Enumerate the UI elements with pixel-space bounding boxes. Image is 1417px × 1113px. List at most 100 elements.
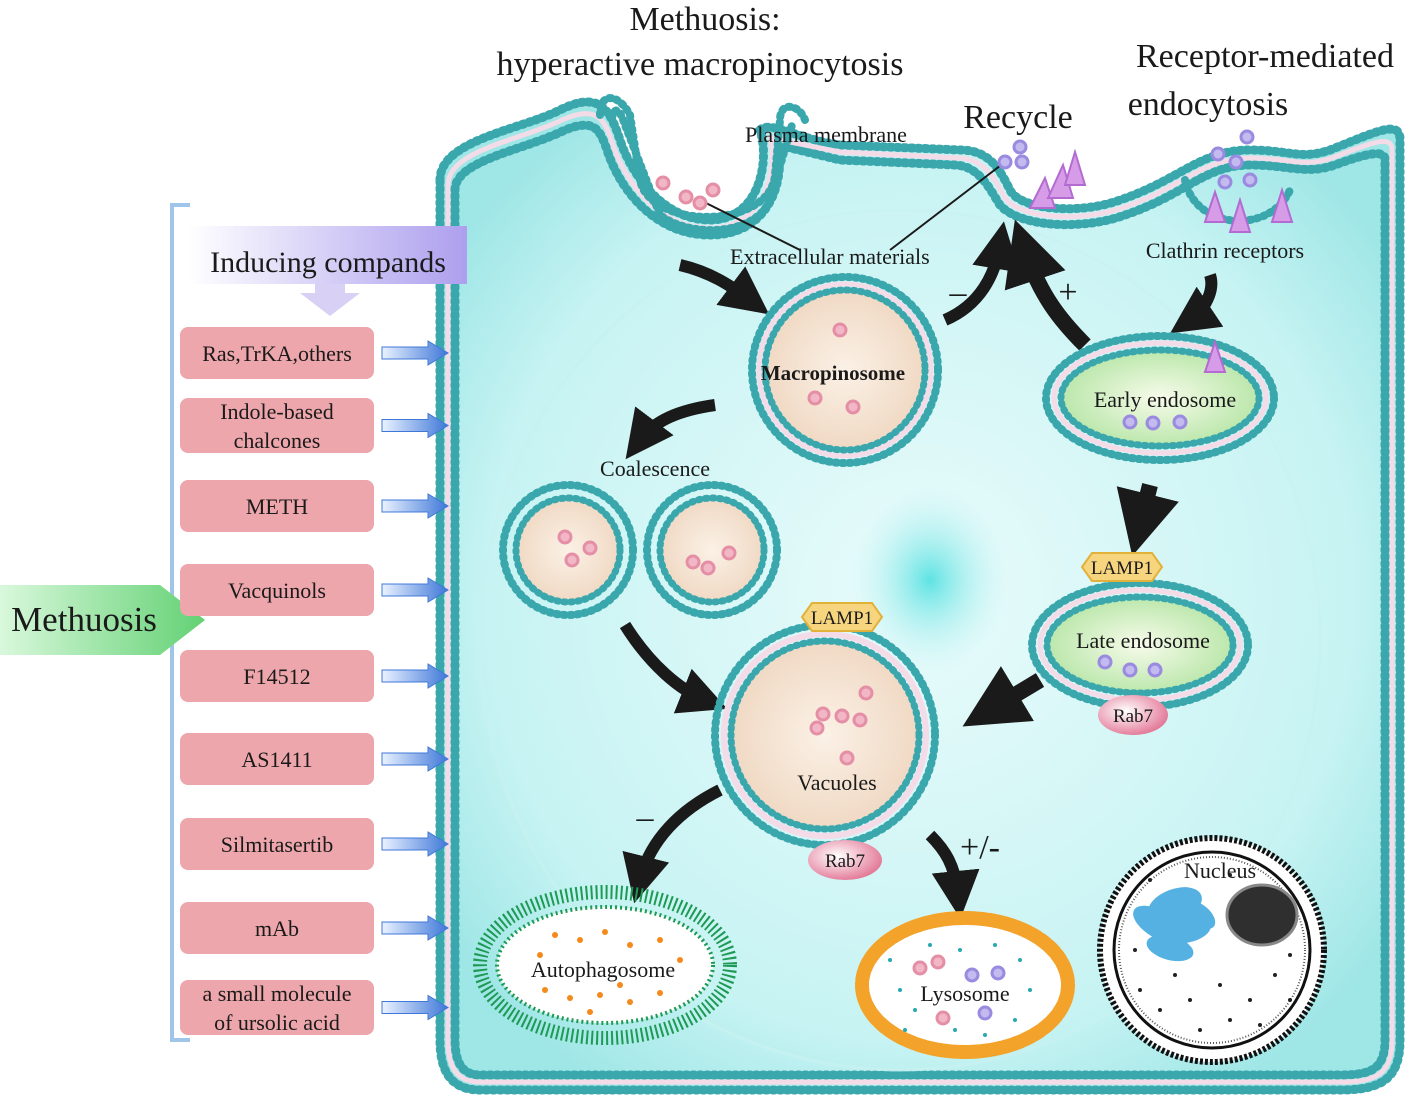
sign-early-recycle: +	[1058, 274, 1077, 311]
compound-arrow	[381, 493, 449, 519]
autophagosome-contents	[537, 929, 683, 1015]
compound-box	[180, 650, 374, 702]
compound-box	[180, 480, 374, 532]
inner-cytoplasm-boundary	[478, 208, 1322, 1072]
arrow-macro-to-coalescence	[625, 399, 716, 460]
compound-box	[180, 398, 374, 453]
chromatin-dots	[1133, 873, 1292, 1032]
label-macropinosome: Macropinosome	[761, 361, 905, 385]
methuosis-tag	[0, 585, 205, 655]
compound-item: mAb	[180, 902, 449, 954]
label-lamp1-vacuole: LAMP1	[811, 608, 873, 629]
inducing-header-arrow	[300, 284, 360, 316]
compound-arrow	[381, 340, 449, 366]
compound-label: F14512	[243, 664, 310, 689]
compound-label: Indole-based	[220, 399, 334, 424]
compound-label: AS1411	[241, 747, 312, 772]
clathrin-receptor-triangles	[1028, 148, 1294, 373]
compound-label: METH	[246, 494, 308, 519]
compound-box	[180, 564, 374, 616]
macropinocytic-cup	[596, 94, 809, 235]
inducing-header-label: Inducing compands	[210, 246, 446, 279]
compound-item: METH	[180, 480, 449, 532]
plasma-membrane-outer	[435, 97, 1405, 1095]
rab7-vacuole	[808, 840, 882, 880]
compound-box	[180, 733, 374, 785]
membrane-lipid-band	[445, 111, 1395, 1085]
label-clathrin-receptors: Clathrin receptors	[1146, 238, 1304, 263]
label-late-endosome: Late endosome	[1076, 628, 1210, 653]
compound-box	[180, 327, 374, 379]
arrow-late-to-vacuoles	[962, 666, 1045, 727]
label-lysosome: Lysosome	[920, 981, 1009, 1006]
title-endocytosis: endocytosis	[1128, 86, 1289, 123]
pathway-arrows	[619, 219, 1224, 919]
compound-label: Vacquinols	[228, 578, 326, 603]
label-lamp1-late: LAMP1	[1091, 558, 1153, 579]
compound-label: a small molecule	[202, 981, 351, 1006]
arrow-early-to-late	[1116, 483, 1179, 557]
methuosis-tag-label: Methuosis	[11, 600, 157, 639]
compound-arrow	[381, 663, 449, 689]
compound-item: AS1411	[180, 733, 449, 785]
compound-arrow	[381, 412, 449, 439]
compound-label: Ras,TrKA,others	[202, 341, 352, 366]
lysosome	[855, 911, 1075, 1059]
label-plasma-membrane: Plasma membrane	[745, 122, 907, 147]
label-vacuoles: Vacuoles	[797, 770, 876, 795]
compound-label: of ursolic acid	[214, 1010, 340, 1035]
compound-label: chalcones	[234, 428, 321, 453]
label-early-endosome: Early endosome	[1094, 387, 1236, 412]
arrow-vacuoles-to-autophagosome	[622, 784, 723, 904]
sign-macro-recycle: –	[949, 274, 968, 311]
compound-label: mAb	[255, 916, 299, 941]
label-nucleus: Nucleus	[1184, 858, 1256, 883]
title-methuosis: Methuosis:	[629, 1, 780, 38]
lysosome-contents	[888, 943, 1032, 1037]
text-layer: Methuosis: hyperactive macropinocytosis …	[11, 1, 1394, 1006]
compound-arrow	[381, 577, 449, 603]
label-rab7-vacuole: Rab7	[825, 851, 865, 872]
lamp1-late-endosome	[1080, 552, 1164, 582]
compound-item: F14512	[180, 650, 449, 702]
compound-arrow	[381, 915, 449, 941]
cargo-pink	[557, 175, 951, 1026]
pointer-lines	[699, 161, 1006, 251]
arrow-cup-to-macropinosome	[678, 259, 770, 315]
arrow-early-to-recycle	[1004, 219, 1091, 351]
compound-label: Silmitasertib	[221, 832, 333, 857]
compound-item: Ras,TrKA,others	[180, 327, 449, 379]
cargo-purple	[964, 129, 1258, 1021]
sign-vacuole-lysosome: +/-	[960, 829, 1000, 866]
arrow-vacuoles-to-lysosome	[925, 830, 980, 919]
label-extracellular-materials: Extracellular materials	[730, 244, 930, 269]
chromatin	[1133, 887, 1216, 962]
rab7-late-endosome	[1098, 695, 1168, 735]
lamp1-vacuole	[800, 602, 884, 632]
compound-item: a small molecule of ursolic acid	[180, 980, 449, 1035]
macropinosome	[748, 273, 942, 467]
arrow-clathrin-to-early	[1170, 273, 1224, 334]
arrow-coalescence-to-vacuoles	[619, 621, 728, 714]
early-endosome	[1042, 332, 1278, 464]
vacuole	[711, 621, 939, 849]
nucleus	[1097, 835, 1327, 1065]
title-hyperactive: hyperactive macropinocytosis	[497, 46, 904, 83]
compound-arrow	[381, 831, 449, 857]
coalescence-vesicles	[499, 481, 781, 619]
label-autophagosome: Autophagosome	[531, 957, 675, 982]
sign-vacuole-autophagosome: –	[636, 799, 655, 836]
compound-box	[180, 980, 374, 1035]
title-receptor: Receptor-mediated	[1136, 38, 1394, 75]
title-recycle: Recycle	[963, 99, 1073, 136]
compound-arrow	[381, 994, 449, 1021]
inducing-header-box	[188, 226, 467, 284]
label-coalescence: Coalescence	[600, 456, 710, 481]
compound-arrow	[381, 746, 449, 772]
centrosome-glow	[850, 485, 1010, 675]
compound-item: Vacquinols	[180, 564, 449, 616]
compound-box	[180, 818, 374, 870]
